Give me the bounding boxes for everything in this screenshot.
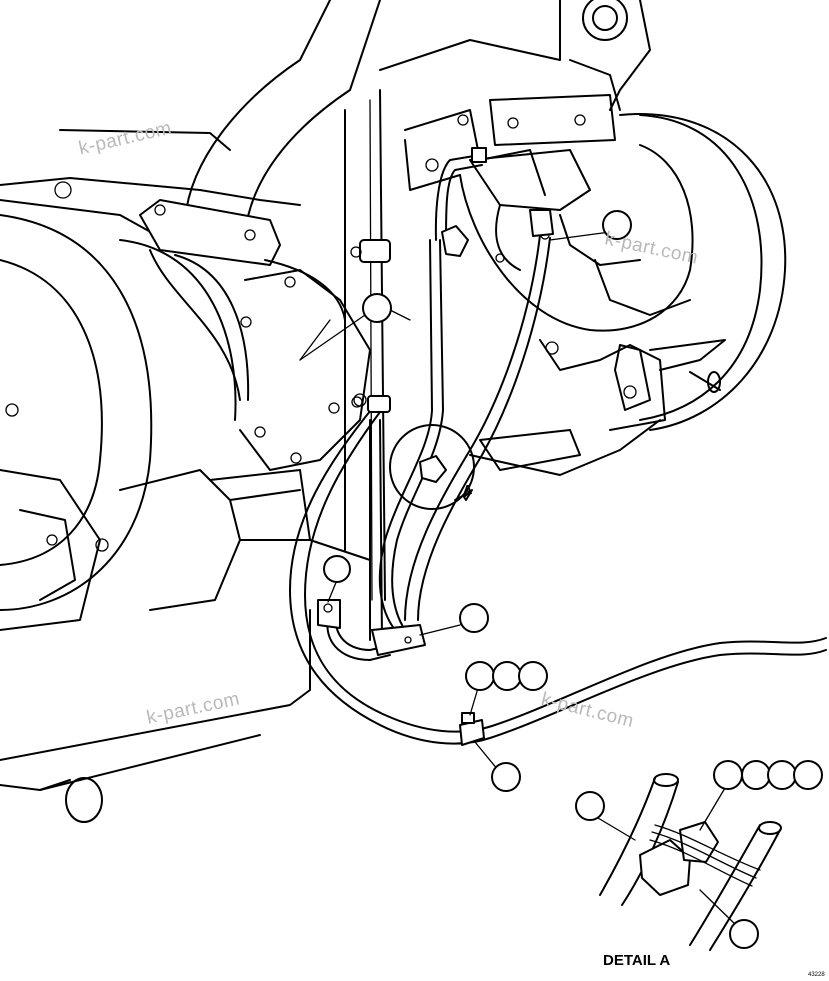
view-letter: A xyxy=(463,482,473,497)
callout-bubble xyxy=(323,555,351,583)
alternator xyxy=(459,113,787,476)
callout-bubble xyxy=(491,762,521,792)
callout-bubble xyxy=(575,791,605,821)
detail-a-view-circle xyxy=(389,424,475,510)
engine-block xyxy=(0,129,311,823)
detail-a-inset xyxy=(599,773,782,951)
figure-number: 43228 xyxy=(808,972,825,978)
callout-bubble xyxy=(465,661,495,691)
callout-bubble xyxy=(362,293,392,323)
callout-bubble xyxy=(793,760,823,790)
clips-and-terminals xyxy=(317,147,554,746)
callout-bubble xyxy=(602,210,632,240)
callout-bubbles xyxy=(323,210,823,949)
frame-rails xyxy=(309,89,386,601)
callout-bubble xyxy=(767,760,797,790)
callout-bubble xyxy=(713,760,743,790)
callout-bubble xyxy=(729,919,759,949)
callout-bubble xyxy=(492,661,522,691)
callout-bubble xyxy=(741,760,771,790)
callout-leaders xyxy=(299,231,738,927)
turbo-housing xyxy=(239,269,371,471)
detail-label: DETAIL A xyxy=(603,952,671,969)
callout-bubble xyxy=(518,661,548,691)
mount-bracket xyxy=(379,0,651,196)
callout-bubble xyxy=(459,603,489,633)
exhaust-pipe xyxy=(139,0,381,401)
